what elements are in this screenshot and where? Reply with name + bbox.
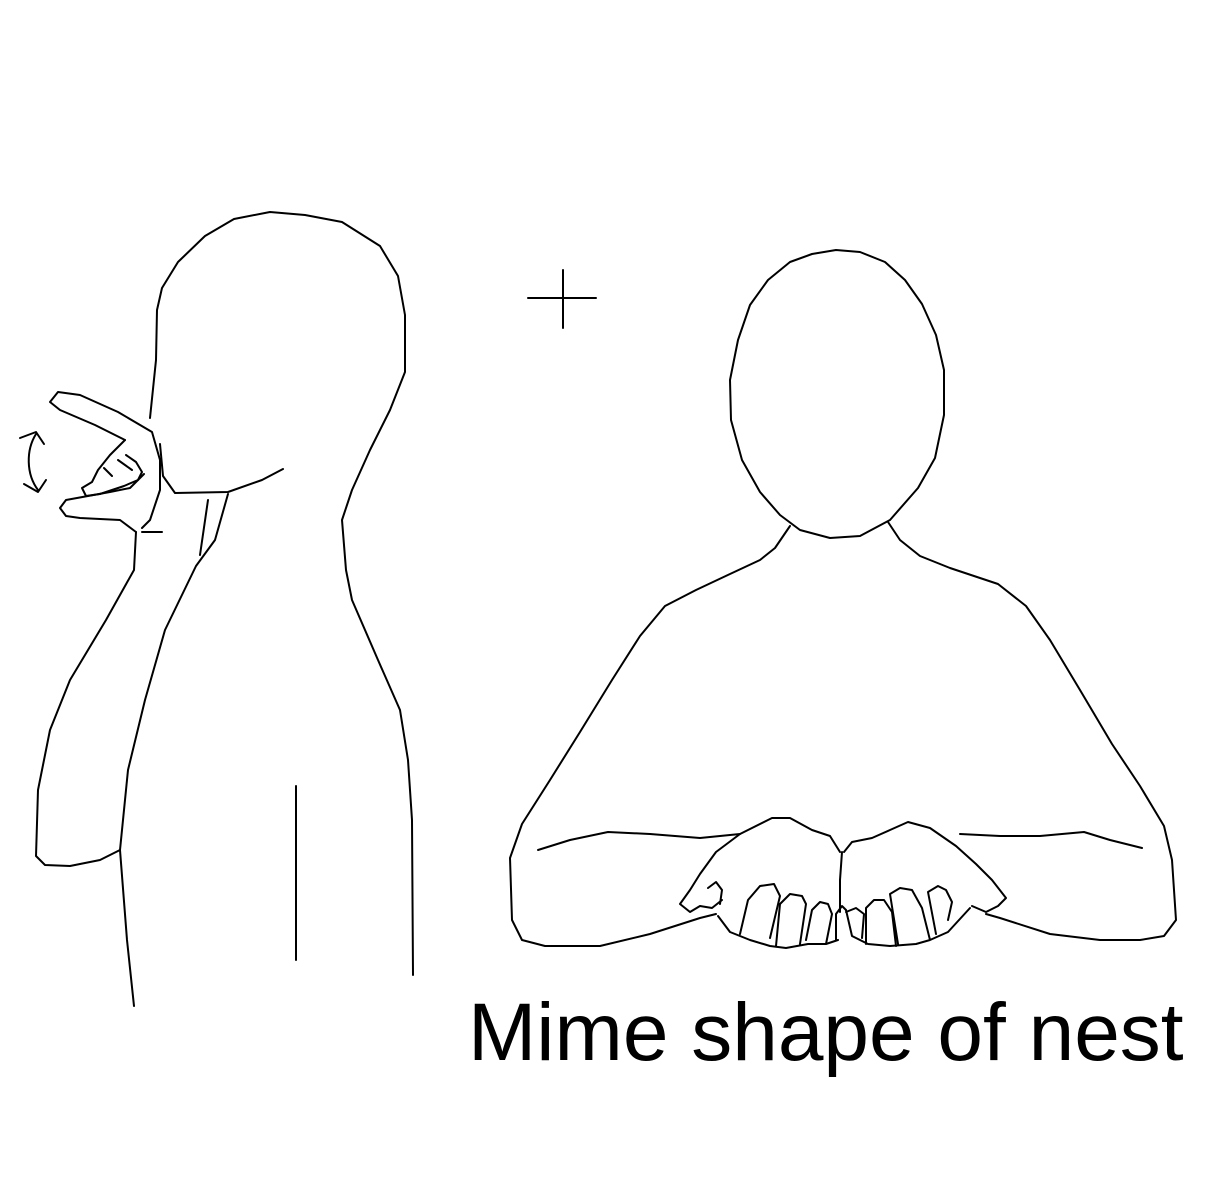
front-figure-left-fingers (707, 881, 847, 949)
front-figure-right-forearm (959, 831, 1143, 849)
side-figure-upper-finger (49, 391, 161, 529)
side-figure-chin (159, 443, 284, 494)
front-figure-body-left (509, 525, 791, 947)
front-figure-hand-seam (839, 851, 843, 913)
caption-text: Mime shape of nest (468, 987, 1184, 1078)
front-figure-left-hand (679, 817, 841, 913)
side-figure-curled-fingers (81, 439, 143, 497)
front-figure-head (729, 249, 945, 539)
cross-marker-icon (527, 269, 597, 329)
movement-arrow-icon (19, 431, 47, 493)
side-figure-neck-line (199, 499, 209, 556)
side-figure-chest (119, 493, 229, 1007)
front-figure-left-forearm (537, 831, 741, 851)
side-figure-head (149, 211, 414, 976)
front-figure-right-fingers (845, 885, 971, 947)
side-view-figure (19, 211, 414, 1007)
front-figure-right-hand (843, 821, 1007, 913)
side-figure-forearm (35, 531, 137, 867)
front-view-figure (509, 249, 1177, 949)
side-figure-finger-detail (103, 459, 133, 477)
side-figure-lower-finger (59, 473, 145, 533)
front-figure-body-right (887, 521, 1177, 941)
